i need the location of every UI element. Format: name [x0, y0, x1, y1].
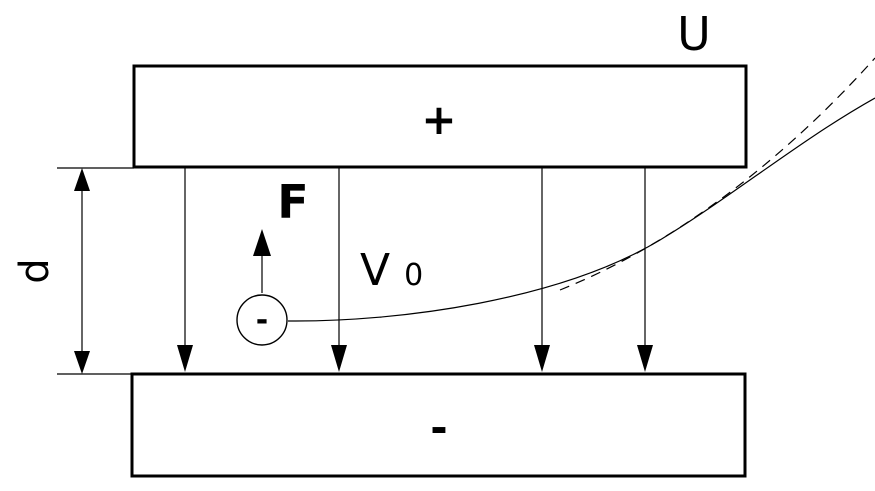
field-line-arrowhead — [534, 345, 550, 372]
distance-arrow-up — [74, 168, 90, 191]
particle-charge-sign: - — [256, 303, 268, 338]
trajectory-dashed-line — [559, 57, 875, 291]
field-line-arrowhead — [177, 345, 193, 372]
velocity-label: V 0 — [360, 245, 423, 296]
force-vector-arrowhead — [253, 229, 271, 256]
field-line-arrowhead — [331, 345, 347, 372]
charged-particle — [236, 294, 288, 346]
bottom-plate-sign: - — [430, 403, 447, 452]
voltage-label: U — [677, 7, 711, 61]
force-label: F — [277, 175, 308, 229]
field-line-arrowhead — [637, 345, 653, 372]
distance-arrow-down — [74, 351, 90, 374]
bottom-plate — [130, 372, 747, 478]
velocity-subscript: 0 — [404, 258, 423, 293]
velocity-symbol: V — [360, 245, 390, 296]
top-plate — [132, 64, 748, 169]
distance-label: d — [12, 258, 58, 283]
top-plate-sign: + — [421, 95, 456, 144]
